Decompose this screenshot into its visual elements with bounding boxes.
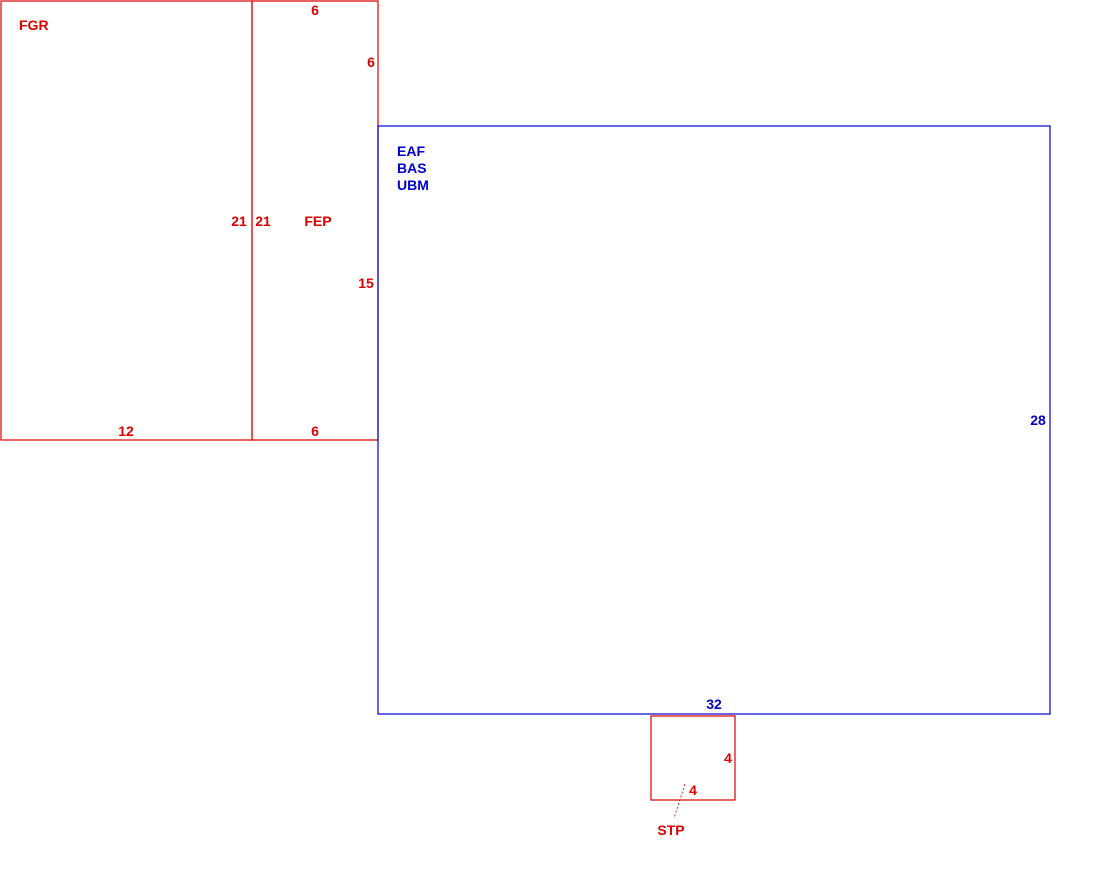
main-box[interactable]: EAF BAS UBM 28 32 (377, 125, 1051, 715)
fep-box[interactable]: FEP 6 6 21 15 6 (251, 0, 379, 441)
stp-outline (650, 715, 736, 801)
main-label-bas: BAS (397, 160, 427, 176)
fgr-label: FGR (19, 17, 49, 33)
main-label-eaf: EAF (397, 143, 425, 159)
stp-box[interactable]: 4 4 STP (650, 715, 736, 838)
fep-upper-right-dimension: 6 (367, 54, 375, 70)
fep-top-dimension: 6 (311, 2, 319, 18)
stp-right-dimension: 4 (724, 750, 732, 766)
fep-label: FEP (304, 213, 331, 229)
fgr-outline (0, 0, 253, 441)
stp-label: STP (657, 822, 684, 838)
stp-bottom-dimension: 4 (689, 782, 697, 798)
main-bottom-dimension: 32 (706, 696, 722, 712)
main-label-ubm: UBM (397, 177, 429, 193)
main-outline (377, 125, 1051, 715)
stp-leader-line (673, 783, 686, 819)
fgr-right-dimension: 21 (231, 213, 247, 229)
main-right-dimension: 28 (1030, 412, 1046, 428)
fep-bottom-dimension: 6 (311, 423, 319, 439)
fep-lower-right-dimension: 15 (358, 275, 374, 291)
fep-left-dimension: 21 (255, 213, 271, 229)
fgr-box[interactable]: FGR 12 21 (0, 0, 253, 441)
fgr-bottom-dimension: 12 (118, 423, 134, 439)
